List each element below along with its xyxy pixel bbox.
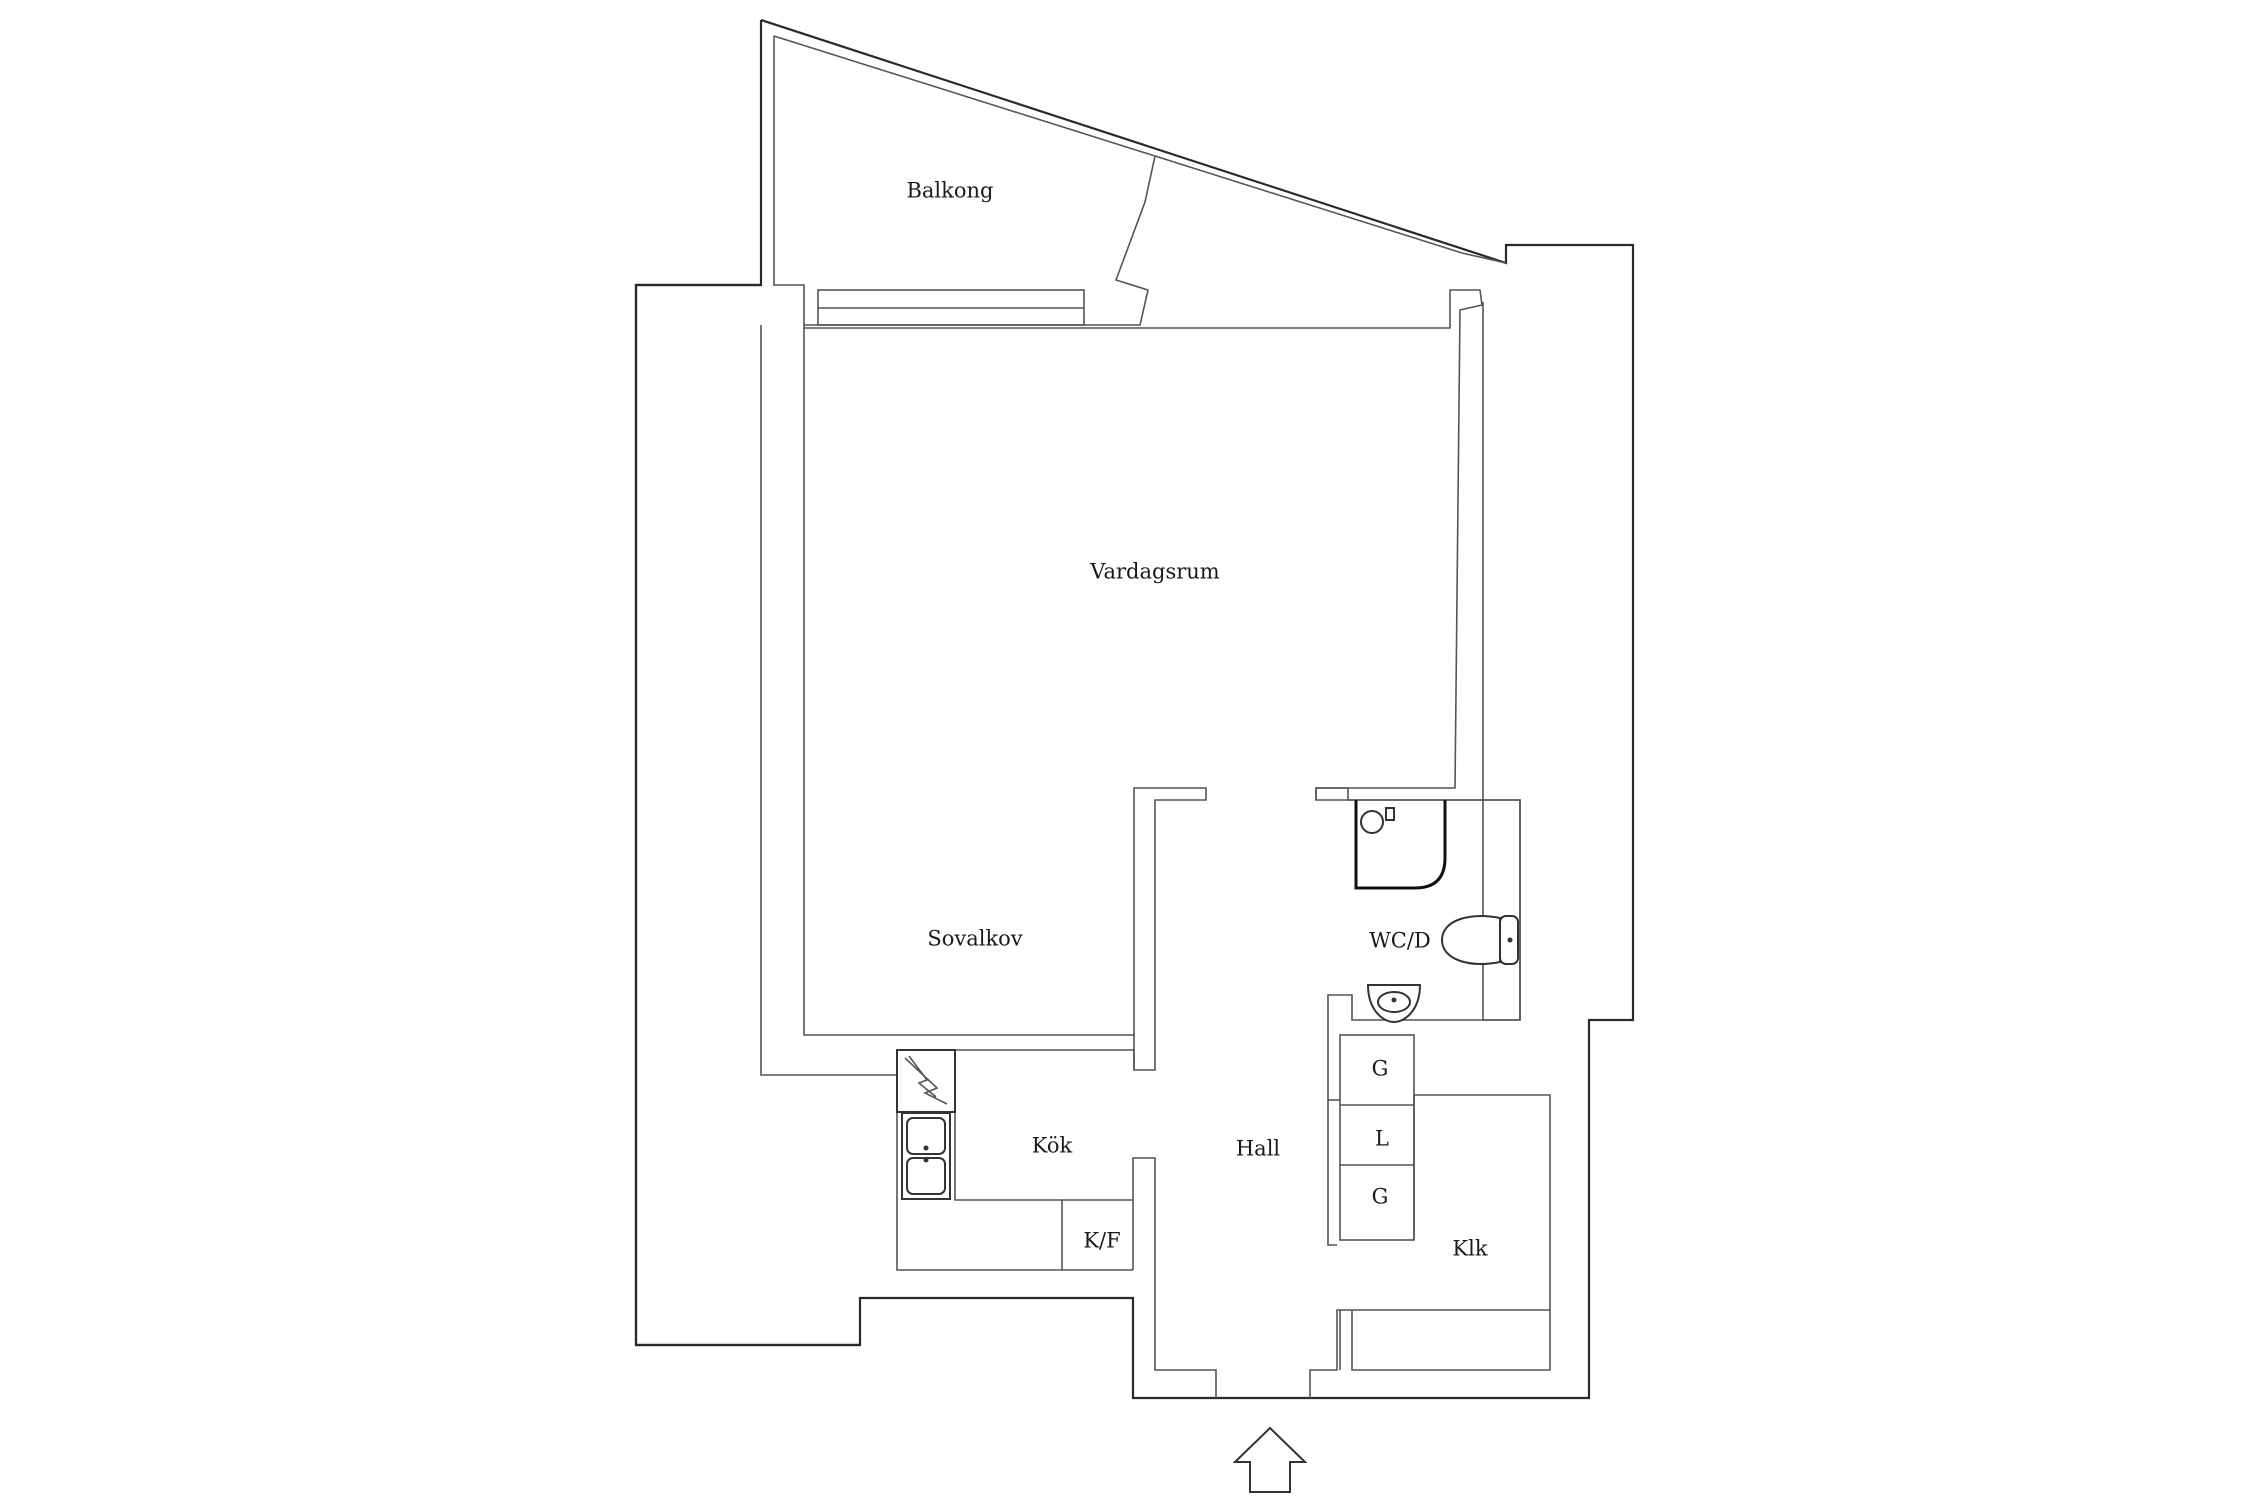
fixture-label-wardrobe-top: G — [1372, 1057, 1389, 1081]
toilet-icon — [1440, 915, 1519, 965]
outer-walls — [634, 18, 1635, 1400]
left-shaft-wall — [634, 283, 860, 1347]
washbasin-icon — [1366, 984, 1422, 1024]
alcove-partition — [1133, 787, 1207, 1071]
fixture-label-linen-closet: L — [1375, 1127, 1389, 1151]
kitchen-counter — [954, 1050, 1063, 1270]
living-room-left-wall — [803, 328, 1134, 1036]
fixture-label-wardrobe-bottom: G — [1372, 1185, 1389, 1209]
fixture-label-fridge-freezer: K/F — [1083, 1229, 1120, 1253]
room-labels: Balkong Vardagsrum Sovalkov Kök Hall WC/… — [906, 179, 1487, 1261]
room-label-balcony: Balkong — [906, 179, 993, 203]
room-label-living-room: Vardagsrum — [1089, 560, 1220, 584]
walkin-closet-walls — [1351, 1094, 1551, 1371]
stove-icon — [896, 1049, 956, 1113]
hall-kitchen-wall — [1132, 1157, 1217, 1398]
inner-walls — [760, 289, 1551, 1398]
kitchen-sink-icon — [901, 1112, 951, 1200]
hall-right-wall — [1309, 1309, 1352, 1398]
entrance-arrow-icon — [1232, 1426, 1308, 1493]
room-label-walk-in-closet: Klk — [1452, 1237, 1487, 1261]
living-room-walls — [803, 289, 1521, 1021]
room-label-kitchen: Kök — [1032, 1134, 1073, 1158]
balcony-parapet — [1154, 155, 1463, 254]
balcony-inner-line — [773, 35, 1156, 326]
bathroom-walls — [1315, 787, 1349, 800]
room-label-bathroom: WC/D — [1369, 929, 1431, 953]
shower-icon — [1354, 800, 1447, 890]
bathroom-outline — [1327, 799, 1521, 1246]
room-label-hall: Hall — [1236, 1137, 1281, 1161]
kitchen-walls — [897, 1049, 1135, 1070]
balcony-parapet-2 — [1461, 252, 1507, 264]
fixture-labels: K/F G L G — [1083, 1057, 1389, 1253]
room-label-sleeping-alcove: Sovalkov — [927, 927, 1022, 951]
